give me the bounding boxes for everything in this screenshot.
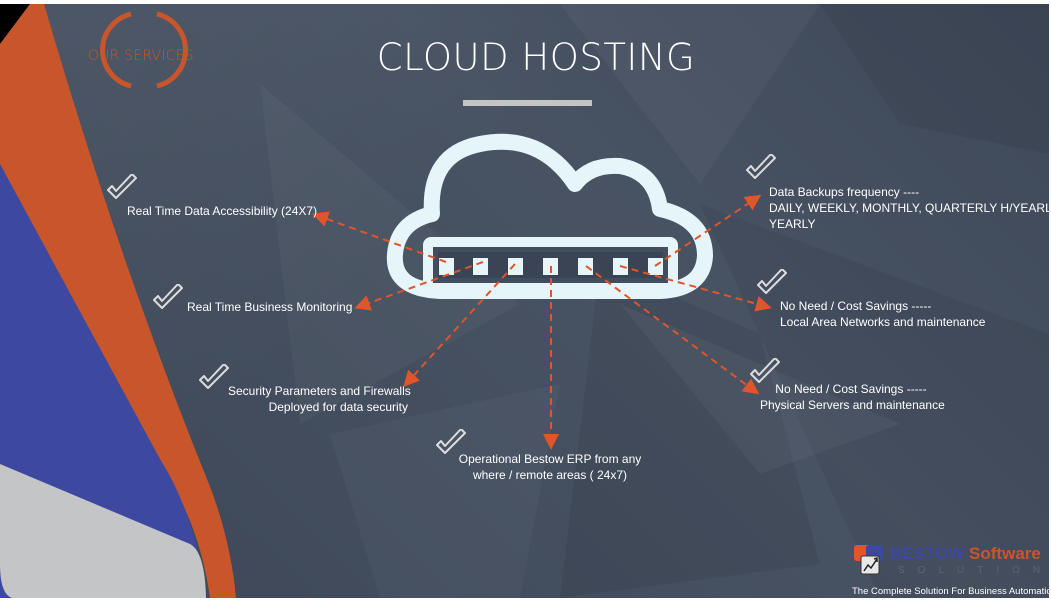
service-data-accessibility: Real Time Data Accessibility (24X7) <box>127 203 317 219</box>
service-text: Real Time Business Monitoring <box>187 300 353 314</box>
cloud-diagram <box>312 133 772 450</box>
logo-subtitle: SOLUTIONS <box>898 565 1049 576</box>
check-icon <box>107 174 137 199</box>
check-icon <box>436 429 466 454</box>
company-logo: BESTOW Software SOLUTIONS The Complete S… <box>850 541 1049 598</box>
check-icon <box>153 284 183 309</box>
title-underline <box>463 100 592 106</box>
service-text: where / remote areas ( 24x7) <box>472 468 628 482</box>
service-security: Security Parameters and Firewalls Deploy… <box>228 383 411 415</box>
service-text: No Need / Cost Savings ----- <box>780 299 932 313</box>
service-text: DAILY, WEEKLY, MONTHLY, QUARTERLY H/YEAR… <box>769 201 1049 215</box>
arrow-security <box>403 263 516 387</box>
service-text: Data Backups frequency ---- <box>769 185 920 199</box>
service-text: Operational Bestow ERP from any <box>458 452 642 466</box>
service-text: Deployed for data security <box>268 400 408 414</box>
services-ring-icon <box>100 11 188 89</box>
service-physical-servers: No Need / Cost Savings ----- Physical Se… <box>760 381 945 413</box>
logo-tagline: The Complete Solution For Business Autom… <box>852 586 1049 597</box>
service-text: YEARLY <box>769 217 816 231</box>
check-icon <box>750 358 780 383</box>
decorative-bands <box>0 4 236 598</box>
section-label: OUR SERVICES <box>88 48 194 64</box>
service-lan: No Need / Cost Savings ----- Local Area … <box>780 298 985 330</box>
service-data-backups: Data Backups frequency ---- DAILY, WEEKL… <box>769 184 1049 232</box>
arrow-business-monitoring <box>354 261 484 311</box>
check-icon <box>757 269 787 294</box>
arrow-data-backups <box>654 194 762 267</box>
slide: OUR SERVICES CLOUD HOSTING <box>0 4 1049 598</box>
logo-name: BESTOW Software <box>890 544 1041 564</box>
page-title: CLOUD HOSTING <box>376 36 696 79</box>
service-text: Security Parameters and Firewalls <box>228 384 411 398</box>
cloud-icon <box>386 133 713 299</box>
service-text: Local Area Networks and maintenance <box>780 315 986 329</box>
check-icon <box>746 154 776 179</box>
service-text: No Need / Cost Savings ----- <box>775 382 927 396</box>
background-facets <box>560 4 1049 598</box>
service-text: Physical Servers and maintenance <box>760 398 945 412</box>
logo-mark-icon <box>854 545 883 575</box>
service-business-monitoring: Real Time Business Monitoring <box>187 299 352 315</box>
arrow-lan <box>619 265 772 312</box>
logo-name-part1: BESTOW <box>890 544 965 563</box>
logo-name-part2: Software <box>969 544 1041 563</box>
service-operational-erp: Operational Bestow ERP from any where / … <box>455 451 645 483</box>
check-icon <box>199 364 229 389</box>
service-text: Real Time Data Accessibility (24X7) <box>127 204 318 218</box>
